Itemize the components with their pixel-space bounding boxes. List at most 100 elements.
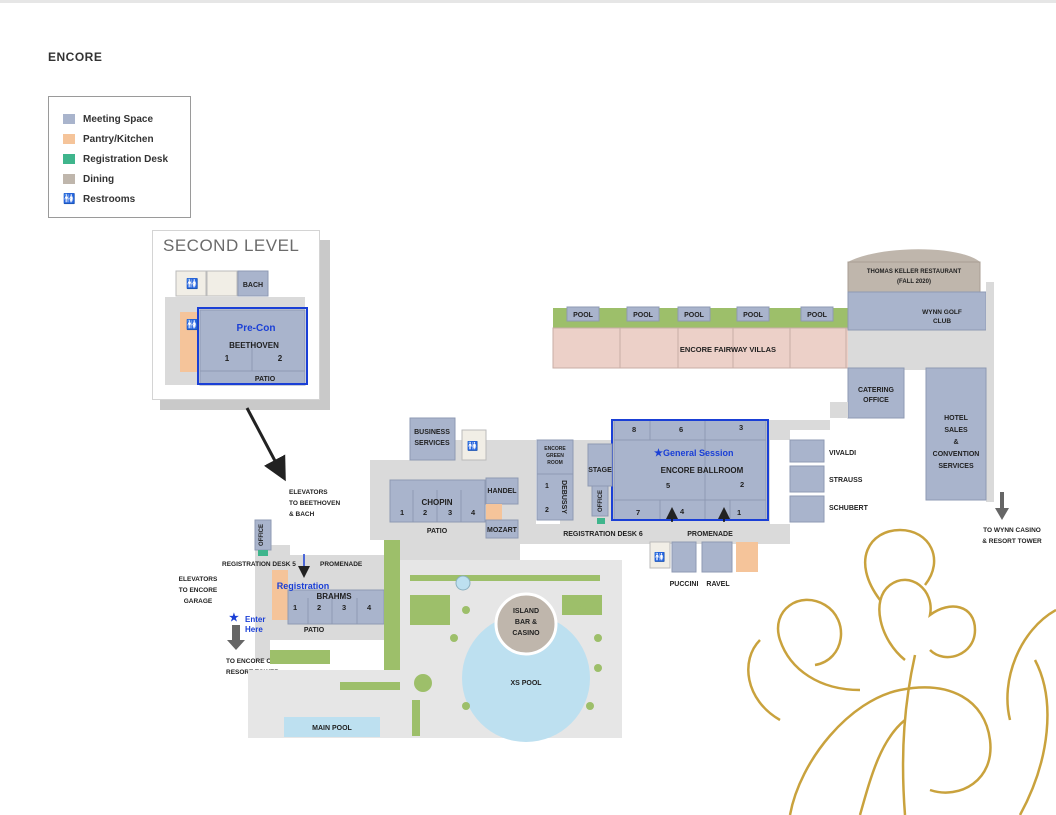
hotel-sales-label-4: CONVENTION: [933, 451, 980, 458]
legend-swatch-pantry: [63, 134, 75, 144]
office-east-label: OFFICE: [598, 490, 604, 512]
legend-swatch-dining: [63, 174, 75, 184]
room-vivaldi: [789, 439, 825, 463]
registration-desk-5-label: REGISTRATION DESK 5: [222, 561, 296, 568]
ballroom-section-7: 7: [636, 508, 640, 517]
restroom-icon: 🚻: [467, 440, 478, 451]
enter-here-label-1: Enter: [245, 615, 265, 624]
pantry-central: [486, 504, 502, 520]
garden-sw: [340, 682, 400, 690]
hotel-sales-label-1: HOTEL: [944, 415, 968, 422]
brahms-label: BRAHMS: [316, 592, 352, 601]
svg-text:POOL: POOL: [684, 312, 705, 319]
to-wynn-label: TO WYNN CASINO: [983, 527, 1041, 534]
garden-entry: [270, 650, 330, 664]
garden-ne: [562, 595, 602, 615]
svg-text:POOL: POOL: [807, 312, 828, 319]
debussy-2: 2: [545, 507, 549, 514]
business-services-label-1: BUSINESS: [414, 429, 450, 436]
restaurant-dome: [848, 249, 980, 262]
brahms-2: 2: [317, 603, 321, 612]
bach-label: BACH: [243, 282, 263, 289]
debussy-1: 1: [545, 483, 549, 490]
spa-pool: [455, 575, 471, 591]
top-divider: [0, 0, 1056, 3]
office-west-label: OFFICE: [259, 524, 265, 546]
ballroom-section-2: 2: [740, 480, 744, 489]
svg-text:POOL: POOL: [743, 312, 764, 319]
elevators-beethoven-label-1: ELEVATORS: [289, 489, 328, 496]
inset-pantry: [180, 312, 198, 372]
puccini-label: PUCCINI: [670, 581, 699, 588]
stage-label: STAGE: [588, 467, 612, 474]
elevators-garage-label-2: TO ENCORE: [179, 587, 218, 594]
thomas-keller-restaurant: [847, 261, 981, 293]
business-services: [409, 417, 456, 461]
elevators-beethoven-label-3: & BACH: [289, 511, 315, 518]
chopin-2: 2: [423, 508, 427, 517]
inset-patio: [199, 370, 306, 386]
catering-sub: OFFICE: [863, 397, 889, 404]
ballroom-section-3: 3: [739, 423, 743, 432]
to-encore-label-1: TO ENCORE CASINO &: [226, 658, 298, 665]
inset-stairs: [206, 270, 238, 297]
legend-label: Restrooms: [83, 193, 136, 205]
ballroom-section-8: 8: [632, 425, 636, 434]
hotel-sales-label-2: SALES: [944, 427, 968, 434]
star-icon: ★: [654, 448, 663, 459]
restroom-promenade: [649, 541, 671, 569]
registration-desk-6: [597, 518, 605, 524]
restroom-icon: 🚻: [654, 551, 665, 562]
registration-label: Registration: [277, 581, 330, 591]
chopin-1: 1: [400, 508, 404, 517]
beethoven-label: BEETHOVEN: [229, 341, 279, 350]
garden-top: [410, 575, 600, 581]
catering-office: [847, 367, 905, 419]
schubert-label: SCHUBERT: [829, 505, 869, 512]
fairway-villas: [552, 327, 904, 369]
precon-highlight-box: [197, 307, 308, 385]
hotel-sales-label-3: &: [953, 439, 958, 446]
page-title: ENCORE: [48, 50, 103, 64]
legend-label: Dining: [83, 173, 115, 185]
wynn-golf-sub: CLUB: [933, 318, 951, 325]
green-room-label-2: GREEN: [546, 453, 564, 459]
legend: Meeting Space Pantry/Kitchen Registratio…: [48, 96, 191, 218]
thomas-keller-label: THOMAS KELLER RESTAURANT: [867, 269, 962, 275]
green-room-label-3: ROOM: [547, 460, 563, 466]
stage: [587, 443, 613, 487]
legend-swatch-meeting: [63, 114, 75, 124]
east-corridor: [986, 282, 994, 502]
hotel-sales-label-5: SERVICES: [938, 463, 974, 470]
ballroom-dividers: [614, 420, 766, 520]
island-bar-label-3: CASINO: [512, 630, 540, 637]
room-bach: [237, 270, 269, 297]
golf-corridor: [848, 292, 1006, 500]
wynn-golf-club: [847, 291, 987, 331]
pool-trees: [450, 606, 602, 710]
chopin-patio-label: PATIO: [427, 528, 448, 535]
room-strauss: [789, 465, 825, 493]
chopin-3: 3: [448, 508, 452, 517]
encore-exit-arrow-icon: [227, 625, 245, 650]
brahms-patio-label: PATIO: [304, 627, 325, 634]
legend-item-registration: Registration Desk: [63, 149, 190, 169]
fairway-villas-label: ENCORE FAIRWAY VILLAS: [680, 345, 776, 354]
registration-desk-6-label: REGISTRATION DESK 6: [563, 531, 643, 538]
chopin-4: 4: [471, 508, 476, 517]
garden-nw: [410, 595, 450, 625]
room-mozart: [485, 519, 519, 539]
main-pool: [284, 717, 380, 737]
green-room-label-1: ENCORE: [544, 446, 566, 452]
handel-label: HANDEL: [487, 488, 517, 495]
legend-swatch-registration: [63, 154, 75, 164]
promenade-east-label: PROMENADE: [687, 531, 733, 538]
elevators-garage-label-1: ELEVATORS: [179, 576, 218, 583]
elevators-garage-label-3: GARAGE: [184, 598, 213, 605]
inset-pointer-arrow: [245, 407, 286, 482]
room-debussy: [536, 473, 574, 521]
brahms-3: 3: [342, 603, 346, 612]
promenade-corridor: [520, 524, 790, 544]
to-wynn-sub: & RESORT TOWER: [982, 538, 1042, 545]
